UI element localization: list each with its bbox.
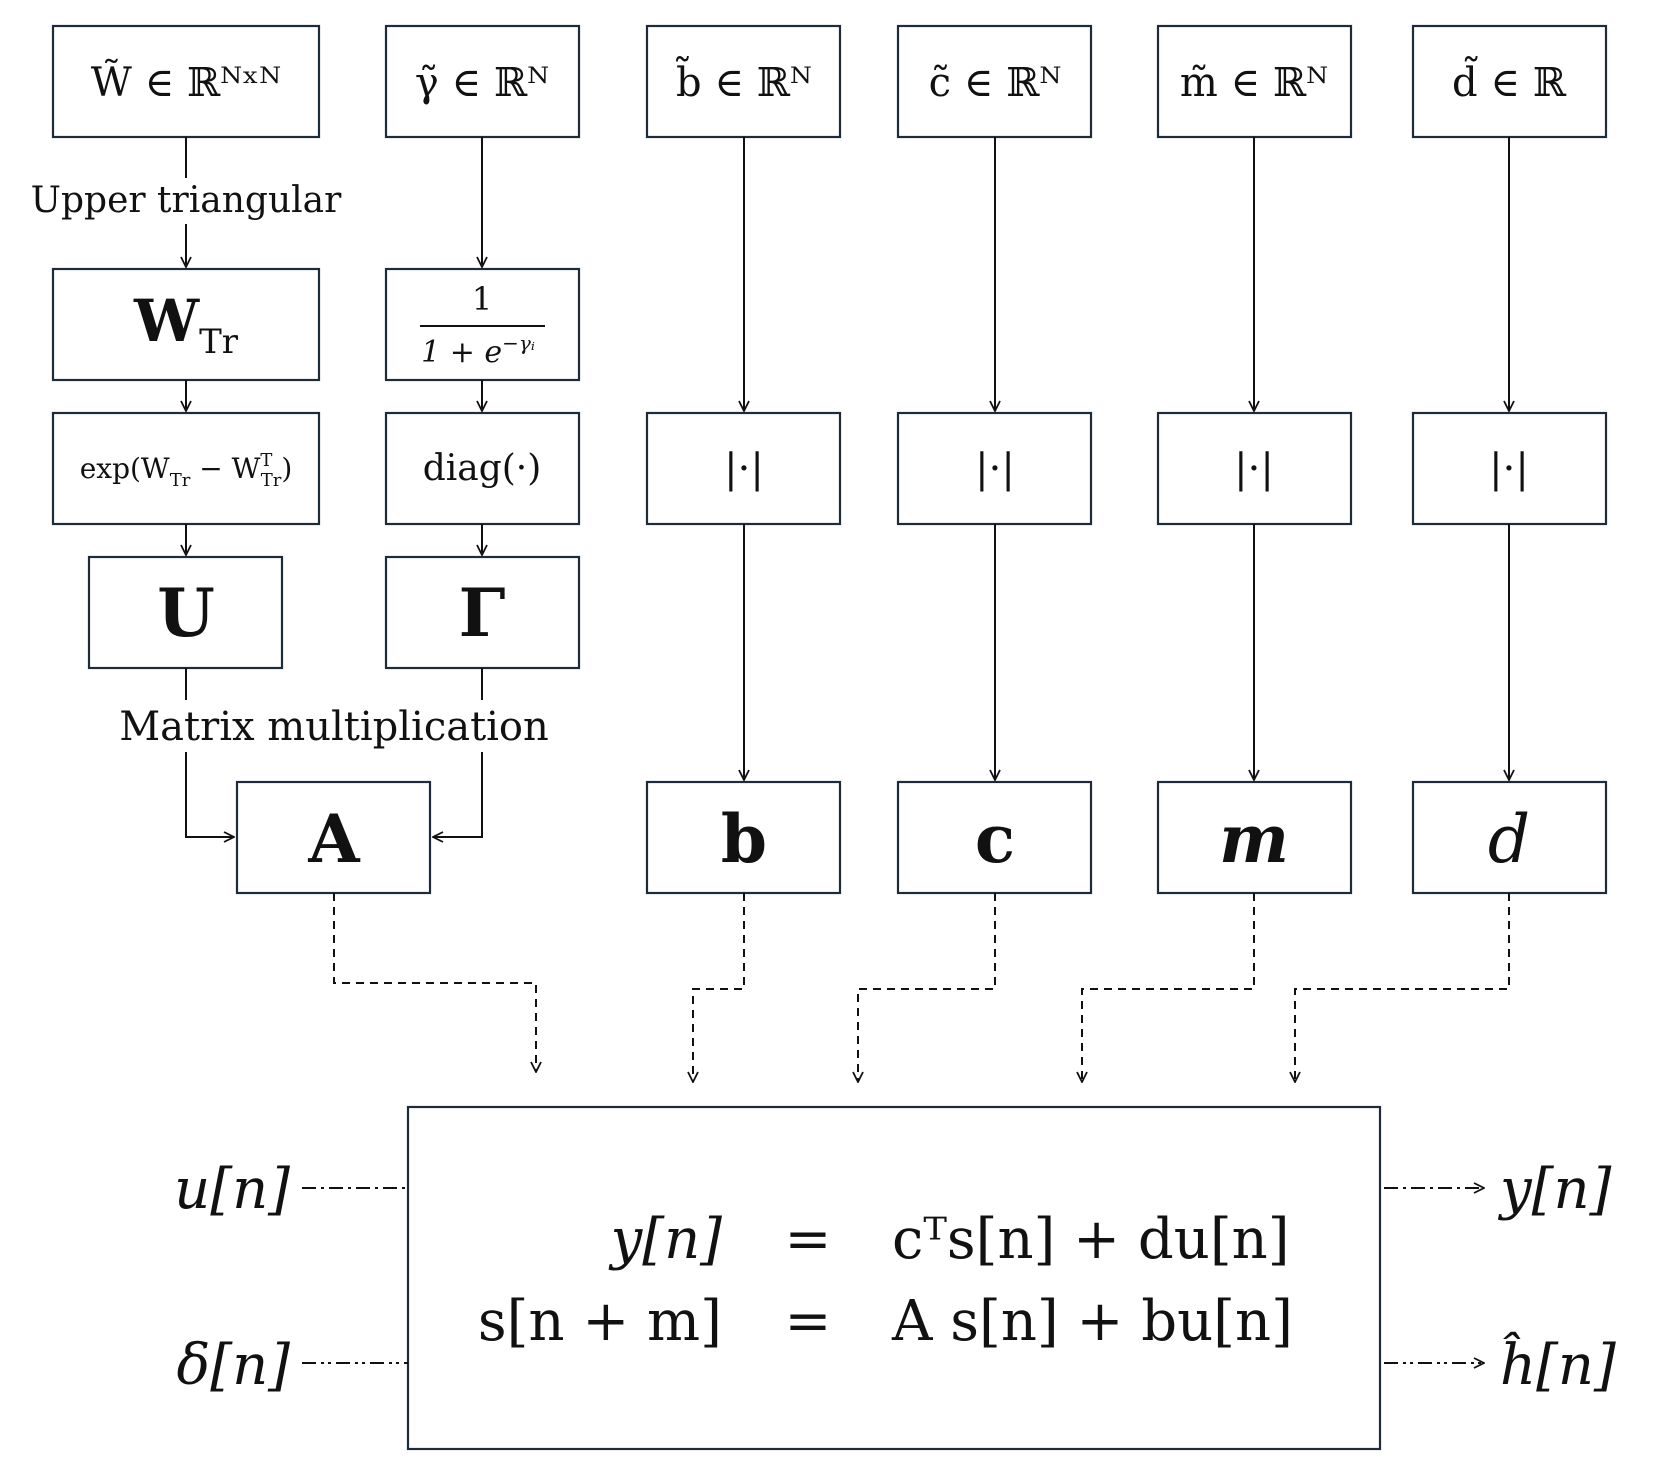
param-box-m: m̃ ∈ ℝᴺ (1156, 24, 1353, 139)
param-label-W: W̃ ∈ ℝᴺˣᴺ (91, 59, 281, 106)
output-box-A: A (235, 780, 432, 895)
param-label-c: c̃ ∈ ℝᴺ (929, 60, 1062, 106)
annotation-upper-triangular: Upper triangular (31, 180, 342, 221)
output-box-U: U (87, 555, 284, 670)
input-delta: δ[n] (177, 1333, 291, 1398)
op-box-abs-c: |·| (896, 411, 1093, 526)
sigmoid-numerator: 1 (472, 280, 492, 318)
op-label-abs-b: |·| (724, 446, 764, 492)
op-box-sigmoid: 1 1 + e−γᵢ (384, 267, 581, 382)
eq2-equals: = (785, 1289, 832, 1354)
edge-c-system (858, 893, 996, 1082)
edge-Gamma-A (433, 752, 483, 837)
param-label-gamma: γ̃ ∈ ℝᴺ (415, 60, 549, 106)
output-box-Gamma: Γ (384, 555, 581, 670)
param-box-d: d̃ ∈ ℝ (1411, 24, 1608, 139)
param-label-m: m̃ ∈ ℝᴺ (1180, 60, 1328, 106)
op-label-abs-d: |·| (1489, 446, 1529, 492)
output-box-d: d (1411, 780, 1608, 895)
output-box-c: c (896, 780, 1093, 895)
param-box-b: b̃ ∈ ℝᴺ (645, 24, 842, 139)
op-label-abs-c: |·| (975, 446, 1015, 492)
output-box-b: b (645, 780, 842, 895)
op-box-abs-d: |·| (1411, 411, 1608, 526)
output-label-m: m (1219, 800, 1289, 878)
output-h: ĥ[n] (1500, 1332, 1616, 1398)
param-box-gamma: γ̃ ∈ ℝᴺ (384, 24, 581, 139)
op-label-Wtr: WTr (133, 287, 239, 362)
output-label-Gamma: Γ (459, 574, 506, 652)
op-box-abs-m: |·| (1156, 411, 1353, 526)
output-label-d: d (1488, 801, 1530, 878)
op-box-Wtr: WTr (51, 267, 321, 382)
output-label-b: b (721, 800, 767, 878)
annotation-matrix-multiplication: Matrix multiplication (119, 704, 549, 750)
edge-m-system (1082, 893, 1255, 1082)
sigmoid-denominator: 1 + e−γᵢ (421, 331, 535, 370)
param-label-b: b̃ ∈ ℝᴺ (675, 56, 812, 106)
eq1-lhs: y[n] (608, 1207, 723, 1272)
param-label-d: d̃ ∈ ℝ (1452, 56, 1567, 106)
edge-d-system (1295, 893, 1510, 1082)
output-label-A: A (307, 800, 360, 878)
op-label-abs-m: |·| (1234, 446, 1274, 492)
edge-A-system (333, 893, 536, 1072)
edge-b-system (693, 893, 745, 1082)
eq1-rhs: cᵀs[n] + du[n] (892, 1207, 1290, 1272)
eq2-rhs: A s[n] + bu[n] (891, 1289, 1293, 1354)
output-label-U: U (157, 574, 215, 652)
output-label-c: c (975, 800, 1015, 878)
param-box-c: c̃ ∈ ℝᴺ (896, 24, 1093, 139)
param-box-W: W̃ ∈ ℝᴺˣᴺ (51, 24, 321, 139)
eq2-lhs: s[n + m] (478, 1289, 722, 1354)
op-box-abs-b: |·| (645, 411, 842, 526)
input-u: u[n] (174, 1157, 290, 1222)
output-box-m: m (1156, 780, 1353, 895)
edge-U-A (185, 752, 234, 837)
op-box-diag: diag(·) (384, 411, 581, 526)
eq1-equals: = (785, 1207, 832, 1272)
op-label-diag: diag(·) (423, 448, 542, 489)
output-y: y[n] (1497, 1157, 1612, 1222)
system-block: y[n] = cᵀs[n] + du[n] s[n + m] = A s[n] … (406, 1105, 1382, 1451)
